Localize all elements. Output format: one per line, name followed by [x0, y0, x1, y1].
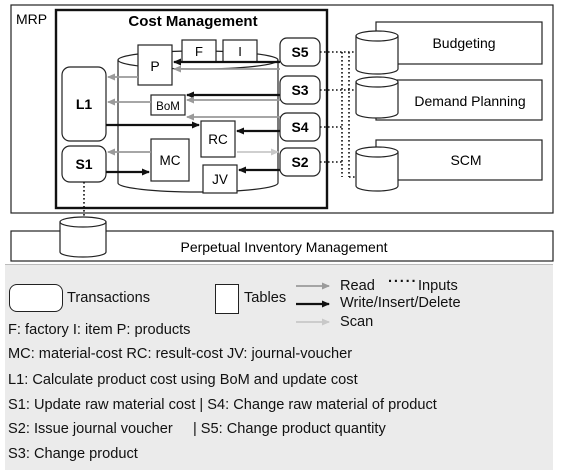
demand-planning-system	[355, 76, 543, 121]
table-bom-label: BoM	[156, 101, 180, 113]
legend-tables: Tables	[244, 290, 287, 306]
perpetual-inventory-system	[10, 216, 554, 262]
table-bom	[150, 94, 186, 116]
transaction-l1	[61, 66, 107, 142]
transaction-l1-label: L1	[76, 96, 93, 112]
legend-arrow-icons	[296, 282, 330, 326]
legend-s1-s4-desc: S1: Update raw material cost | S4: Chang…	[8, 397, 437, 413]
legend-l1-desc: L1: Calculate product cost using BoM and…	[8, 372, 358, 388]
legend-inputs: Inputs	[418, 278, 458, 294]
perpetual-inventory-label: Perpetual Inventory Management	[180, 239, 387, 255]
legend-transactions: Transactions	[67, 290, 151, 306]
table-rc	[200, 120, 236, 158]
inputs-dots-icon: ·····	[388, 274, 418, 290]
legend-scan: Scan	[340, 314, 374, 330]
table-p	[137, 44, 173, 86]
scm-system	[355, 139, 543, 192]
legend-write: Write/Insert/Delete	[340, 295, 461, 311]
legend-abbrev-line1: F: factory I: item P: products	[8, 322, 191, 338]
legend-read: Read	[340, 278, 375, 294]
transaction-s4-label: S4	[291, 119, 308, 135]
table-p-label: P	[150, 58, 159, 74]
cost-management-diagram: MRP Cost Management P F I BoM RC MC JV L…	[10, 4, 554, 262]
tables-swatch	[215, 284, 239, 314]
table-jv-label: JV	[212, 172, 228, 187]
transaction-s2-label: S2	[291, 154, 308, 170]
table-mc-label: MC	[160, 153, 181, 168]
transaction-s3-label: S3	[291, 82, 308, 98]
legend-abbrev-line2: MC: material-cost RC: result-cost JV: jo…	[8, 346, 353, 362]
table-jv	[202, 164, 238, 194]
table-rc-label: RC	[208, 132, 228, 147]
table-f-label: F	[195, 44, 203, 59]
legend-s2-s5-desc: S2: Issue journal voucher | S5: Change p…	[8, 421, 386, 437]
table-i-label: I	[238, 44, 242, 59]
legend-panel: Transactions Tables Read ····· Inputs Wr…	[5, 264, 553, 470]
table-mc	[150, 138, 190, 182]
legend-s3-desc: S3: Change product	[8, 446, 138, 462]
transaction-s5-label: S5	[291, 44, 308, 60]
transactions-swatch	[9, 284, 63, 312]
budgeting-label: Budgeting	[432, 35, 495, 51]
cost-management-title: Cost Management	[128, 13, 257, 30]
scm-label: SCM	[450, 152, 481, 168]
budgeting-system	[355, 21, 543, 75]
transaction-s1-label: S1	[75, 156, 92, 172]
demand-planning-label: Demand Planning	[414, 93, 525, 109]
mrp-label: MRP	[16, 11, 47, 27]
